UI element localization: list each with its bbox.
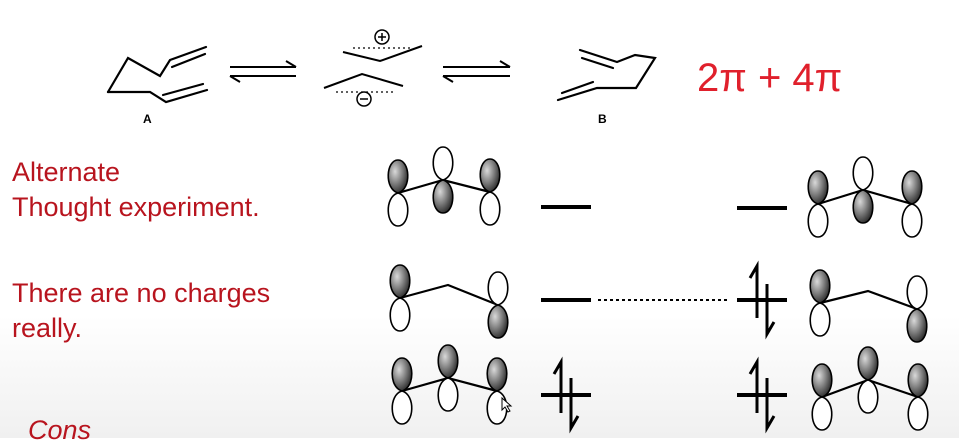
orbital-allyl-left-row3 (391, 344, 508, 425)
equilibrium-arrow-2 (442, 60, 511, 83)
orbital-allyl-right-row3 (811, 346, 929, 431)
text-no-charges: There are no charges (12, 278, 271, 308)
molecule-b (556, 48, 657, 102)
orbital-allyl-left-row2 (389, 264, 509, 339)
orbital-allyl-right-row2 (809, 269, 928, 343)
energy-level-left-row3-paired (541, 356, 591, 434)
orbital-allyl-right-row1 (807, 156, 923, 238)
formula-2pi-plus-4pi: 2π + 4π (697, 56, 842, 100)
text-thought-experiment: Thought experiment. (12, 192, 260, 222)
orbital-allyl-left-row1 (387, 146, 501, 227)
equilibrium-arrow-1 (229, 60, 297, 83)
molecule-a (106, 45, 209, 104)
label-b: B (598, 112, 607, 126)
text-alternate: Alternate (12, 157, 121, 187)
ion-pair-intermediate (323, 29, 423, 107)
energy-level-right-row2-paired (737, 260, 787, 340)
mouse-cursor-icon (501, 396, 513, 413)
label-a: A (143, 112, 152, 126)
text-really: really. (12, 313, 83, 343)
energy-level-right-row3-paired (737, 356, 787, 434)
